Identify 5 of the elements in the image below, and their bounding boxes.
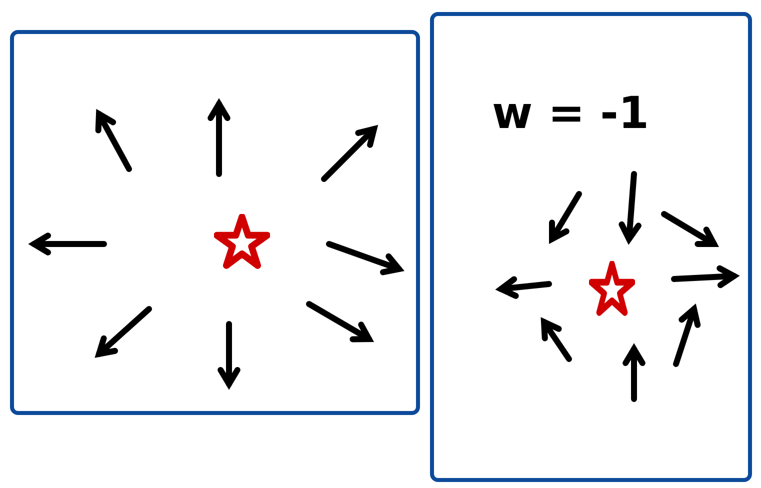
panel-frame xyxy=(430,12,752,482)
star-icon xyxy=(589,261,635,317)
parameter-label: w = -1 xyxy=(492,88,650,139)
panel-frame xyxy=(10,30,420,415)
star-icon xyxy=(214,214,270,270)
